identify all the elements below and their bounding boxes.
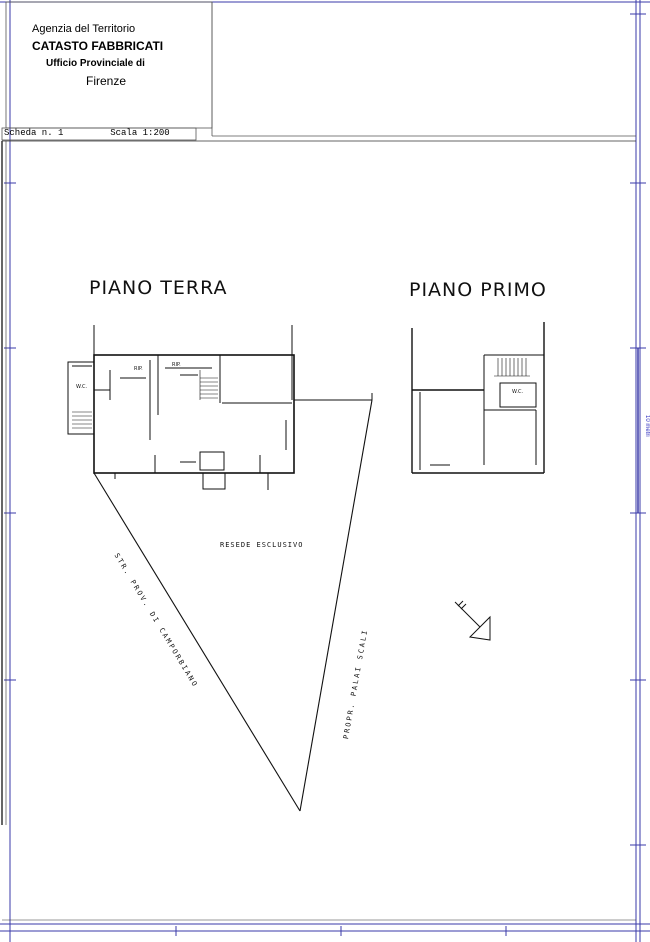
side-scale-note: 10 metri xyxy=(644,415,650,437)
first-floor-title: PIANO PRIMO xyxy=(409,279,547,301)
header-city: Firenze xyxy=(86,74,127,88)
label-wc-first: W.C. xyxy=(512,389,524,395)
ground-floor-plan xyxy=(67,325,373,490)
sheet-info: Scheda n. 1 Scala 1:200 xyxy=(4,128,170,138)
header-agency: Agenzia del Territorio xyxy=(32,23,136,35)
first-floor-plan xyxy=(411,322,545,474)
sheet-scale: Scala 1:200 xyxy=(110,128,170,138)
garden-outline xyxy=(93,399,373,812)
header-catasto: CATASTO FABBRICATI xyxy=(32,39,164,53)
ground-floor-title: PIANO TERRA xyxy=(89,277,228,299)
header-frame xyxy=(1,1,636,141)
north-arrow-icon xyxy=(454,600,491,641)
label-rip-2: RIP. xyxy=(172,362,181,368)
header-office: Ufficio Provinciale di xyxy=(46,58,145,69)
label-resede: RESEDE ESCLUSIVO xyxy=(220,541,304,549)
label-rip-1: RIP. xyxy=(134,366,143,372)
sheet-frame xyxy=(1,140,636,921)
label-wc-ground: W.C. xyxy=(76,384,88,390)
sheet-number: Scheda n. 1 xyxy=(4,128,64,138)
